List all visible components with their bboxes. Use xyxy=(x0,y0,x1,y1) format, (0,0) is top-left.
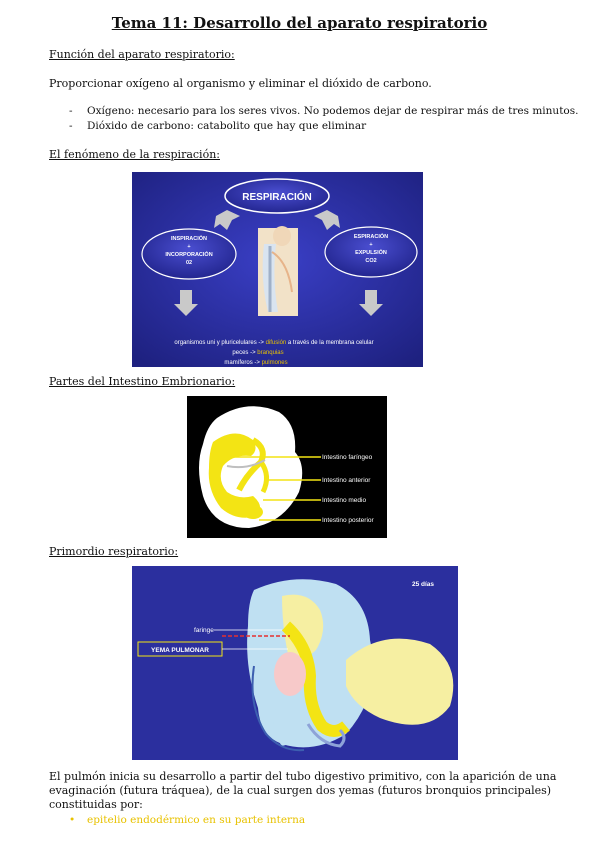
bullet-oxigeno: Oxígeno: necesario para los seres vivos.… xyxy=(87,105,579,117)
pulmon-paragraph: El pulmón inicia su desarrollo a partir … xyxy=(49,770,557,811)
arrow-down-icon xyxy=(359,290,383,316)
respiration-figure: RESPIRACIÓN INSPIRACIÓN + INCORPORACIÓN … xyxy=(132,172,423,367)
plus-label: + xyxy=(369,242,372,248)
line-peces: peces -> branquias xyxy=(232,350,283,356)
section-heading-intestino: Partes del Intestino Embrionario: xyxy=(49,375,236,388)
arrow-left-icon xyxy=(214,210,240,230)
faringe-label: faringe xyxy=(194,627,214,634)
co2-label: CO2 xyxy=(365,258,376,264)
arrow-down-icon xyxy=(174,290,198,316)
expiration-ellipse xyxy=(324,226,418,278)
label-faringeo: Intestino faríngeo xyxy=(322,454,373,461)
bullet-epitelio: epitelio endodérmico en su parte interna xyxy=(87,814,306,826)
inspiration-label: INSPIRACIÓN xyxy=(171,234,207,242)
bullet-marker: - xyxy=(69,105,73,117)
bullet-marker: - xyxy=(69,120,73,132)
o2-label: 02 xyxy=(186,260,192,266)
figure-title: RESPIRACIÓN xyxy=(242,190,311,203)
inspiration-ellipse xyxy=(141,228,237,280)
intro-paragraph: Proporcionar oxígeno al organismo y elim… xyxy=(49,77,432,90)
label-posterior: Intestino posterior xyxy=(322,517,375,524)
plus-label: + xyxy=(187,244,190,250)
bullet-dioxido: Dióxido de carbono: catabolito que hay q… xyxy=(87,120,367,132)
bullet-marker: • xyxy=(69,814,76,826)
days-label: 25 días xyxy=(412,581,434,588)
page-title: Tema 11: Desarrollo del aparato respirat… xyxy=(111,14,488,32)
label-anterior: Intestino anterior xyxy=(322,477,371,484)
section-heading-fenomeno: El fenómeno de la respiración: xyxy=(49,148,220,161)
torso-illustration xyxy=(258,226,298,316)
expiration-label: ESPIRACIÓN xyxy=(354,232,388,240)
expulsion-label: EXPULSIÓN xyxy=(355,248,387,256)
yema-label: YEMA PULMONAR xyxy=(151,647,209,654)
line-organismos: organismos uni y pluricelulares -> difus… xyxy=(174,340,373,346)
section-heading-funcion: Función del aparato respiratorio: xyxy=(49,48,235,61)
title-ellipse xyxy=(224,178,330,214)
embryo-illustration xyxy=(247,579,454,752)
arrow-right-icon xyxy=(314,210,340,230)
embryo-illustration xyxy=(199,406,303,528)
intestine-figure: Intestino faríngeo Intestino anterior In… xyxy=(187,396,387,538)
primordium-figure: 25 días faringe YEMA PULMONAR xyxy=(132,566,458,760)
section-heading-primordio: Primordio respiratorio: xyxy=(49,545,179,558)
incorporation-label: INCORPORACIÓN xyxy=(165,250,212,258)
label-medio: Intestino medio xyxy=(322,497,366,504)
line-mamiferos: mamíferos -> pulmones xyxy=(224,360,287,366)
